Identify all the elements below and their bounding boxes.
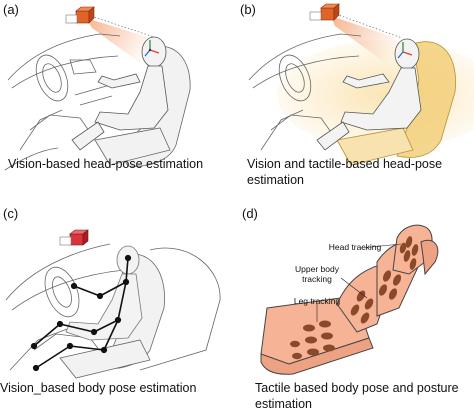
- driver-figure: [71, 36, 169, 151]
- steering-wheel: [35, 54, 69, 102]
- head-axes-icon: [397, 42, 413, 59]
- panel-a-caption: Vision-based head-pose estimation: [8, 157, 204, 171]
- panel-c: (c): [0, 200, 237, 411]
- pressure-sensors: [290, 236, 419, 360]
- panel-a: (a): [0, 0, 237, 200]
- head-axes-icon: [144, 40, 160, 57]
- panel-c-illustration: [5, 229, 221, 379]
- panel-d-illustration: [260, 224, 439, 375]
- camera-icon: [309, 3, 340, 21]
- steering-wheel: [44, 266, 80, 318]
- tactile-seat: [336, 41, 457, 166]
- upper-body-tracking-label: Upper body tracking: [295, 264, 339, 284]
- body-skeleton: [30, 254, 132, 372]
- panel-b: (b): [237, 0, 474, 200]
- camera-icon: [59, 229, 89, 246]
- panel-d: (d): [237, 200, 474, 411]
- leg-tracking-label: Leg tracking: [293, 296, 341, 306]
- steering-wheel: [278, 54, 312, 102]
- panel-d-caption: Tactile based body pose and posture esti…: [255, 381, 459, 411]
- panel-c-caption: Vision_based body pose estimation: [0, 381, 197, 395]
- label-leaders: [316, 243, 402, 322]
- car-interior: [4, 33, 121, 171]
- panel-b-label: (b): [240, 2, 256, 17]
- panel-a-illustration: [4, 6, 191, 171]
- head-tracking-label: Head tracking: [328, 242, 382, 252]
- driver-figure: [316, 38, 422, 151]
- panel-b-illustration: [248, 3, 474, 166]
- car-interior: [248, 33, 362, 151]
- vision-ray: [87, 14, 158, 39]
- panel-b-caption: Vision and tactile-based head-pose estim…: [247, 157, 443, 187]
- vision-beam: [86, 18, 157, 70]
- panel-c-label: (c): [3, 206, 19, 221]
- panel-a-label: (a): [3, 2, 19, 17]
- camera-icon: [65, 6, 95, 24]
- car-interior: [5, 243, 221, 371]
- vision-beam: [331, 16, 402, 70]
- panel-d-label: (d): [242, 206, 258, 221]
